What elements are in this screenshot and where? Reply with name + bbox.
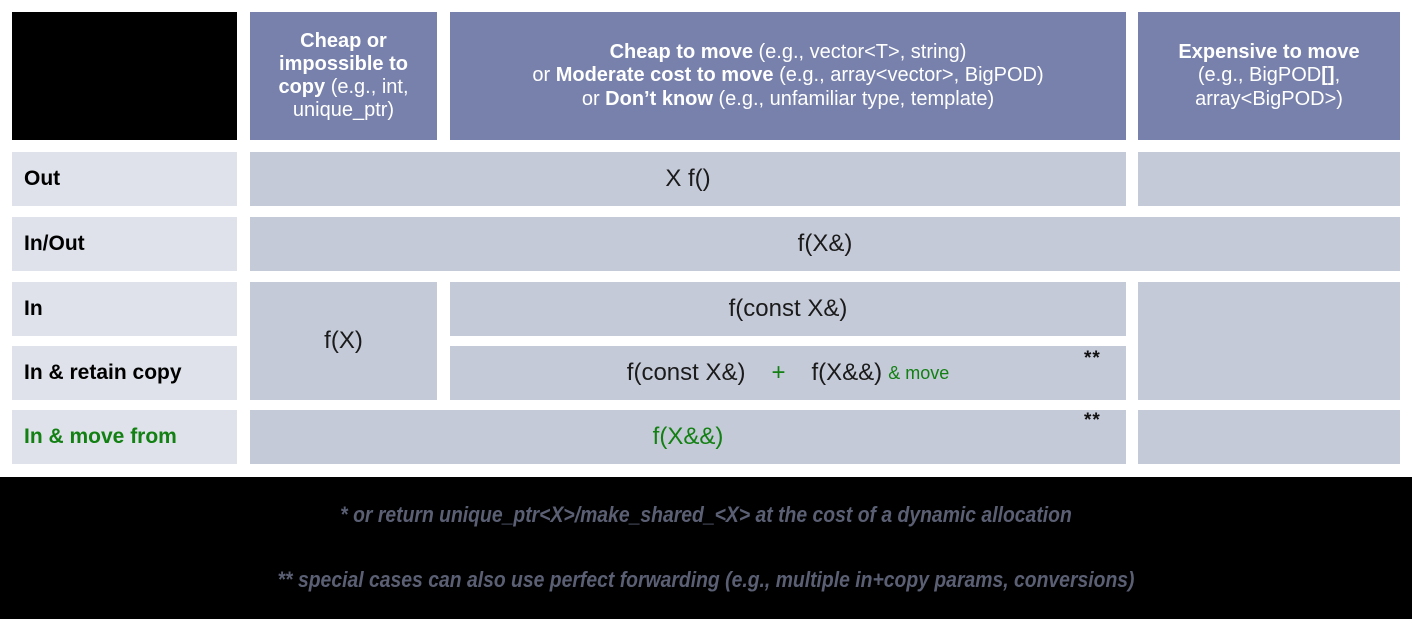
header-pre-moderate: or [532,64,556,87]
header-rest-1: (e.g., int, unique_ptr) [292,76,409,122]
footnote-two: ** special cases can also use perfect fo… [277,567,1135,592]
table-corner-blank [12,12,237,140]
cell-expensive-out-blank [1138,152,1400,206]
footnote-one: * or return unique_ptr<X>/make_shared_<X… [340,502,1072,527]
cell-in-pass-by-value: f(X) [250,282,437,400]
row-label-in-move-from-text: In & move from [24,424,177,448]
header-bold-dont-know: Don’t know [605,87,713,110]
header-rest-cheap-to-move: (e.g., vector<T>, string) [752,41,967,64]
row-label-in-out: In/Out [12,217,237,271]
cell-retain-and-move-text: & move [888,362,950,383]
cell-out-return-by-value: X f() [250,152,1126,206]
header-expensive-brackets: [] [1321,64,1335,87]
row-label-in-move-from: In & move from [12,410,237,464]
cell-in-const-ref-text: f(const X&) [728,295,848,323]
cell-retain-copy-overloads: f(const X&) + f(X&&) & move [450,346,1126,400]
header-expensive-comma: , [1334,64,1341,87]
footnote-marker-retain-copy: ** [1084,348,1101,370]
cell-move-from-text: f(X&&) [652,423,724,451]
row-label-out: Out [12,152,237,206]
footnote-marker-move-from: ** [1084,410,1101,432]
header-line-3: or Don’t know (e.g., unfamiliar type, te… [582,88,994,111]
cell-retain-rvalue-text: f(X&&) [811,359,883,387]
cell-in-fx-text: f(X) [324,327,363,355]
column-header-expensive-to-move: Expensive to move (e.g., BigPOD[], array… [1138,12,1400,140]
header-expensive-eg: (e.g., BigPOD [1197,64,1322,87]
row-label-out-text: Out [24,166,61,190]
header-rest-dont-know: (e.g., unfamiliar type, template) [712,87,995,110]
header-bold-expensive-to-move: Expensive to move [1178,41,1360,64]
cell-retain-const-ref-text: f(const X&) [626,359,746,387]
row-label-in-text: In [24,296,43,320]
header-bold-1: Cheap or impossible to copy [278,29,408,98]
cell-inout-text: f(X&) [797,230,853,258]
header-expensive-line-3: array<BigPOD>) [1195,88,1343,111]
header-rest-moderate-cost: (e.g., array<vector>, BigPOD) [773,64,1044,87]
column-header-cheap-or-impossible-to-copy: Cheap or impossible to copy (e.g., int, … [250,12,437,140]
row-label-in-retain-copy: In & retain copy [12,346,237,400]
header-expensive-array: array<BigPOD>) [1195,87,1343,110]
row-label-in-out-text: In/Out [24,231,85,255]
header-expensive-line-1: Expensive to move [1178,41,1359,64]
header-line-1: Cheap to move (e.g., vector<T>, string) [610,41,967,64]
column-header-cheap-or-impossible-to-copy-text: Cheap or impossible to copy (e.g., int, … [256,30,431,123]
cell-out-text: X f() [665,165,711,193]
footnote-marker-move-from-text: ** [1084,410,1101,431]
cell-expensive-move-from-blank [1138,410,1400,464]
cell-inout-ref-param: f(X&) [250,217,1400,271]
cell-retain-plus-sign: + [771,359,786,387]
cell-in-const-ref: f(const X&) [450,282,1126,336]
cell-move-from-rvalue: f(X&&) [250,410,1126,464]
row-label-in-retain-copy-text: In & retain copy [24,360,182,384]
header-bold-moderate-cost: Moderate cost to move [555,64,774,87]
footnotes-band: * or return unique_ptr<X>/make_shared_<X… [0,477,1412,619]
header-pre-dont-know: or [581,87,606,110]
parameter-passing-table: Cheap or impossible to copy (e.g., int, … [0,0,1412,477]
header-line-2: or Moderate cost to move (e.g., array<ve… [532,64,1043,87]
header-bold-cheap-to-move: Cheap to move [609,41,753,64]
footnote-marker-retain-copy-text: ** [1084,348,1101,369]
header-expensive-line-2: (e.g., BigPOD[], [1198,64,1340,87]
cell-expensive-in-blank [1138,282,1400,400]
row-label-in: In [12,282,237,336]
column-header-cheap-to-move: Cheap to move (e.g., vector<T>, string) … [450,12,1126,140]
